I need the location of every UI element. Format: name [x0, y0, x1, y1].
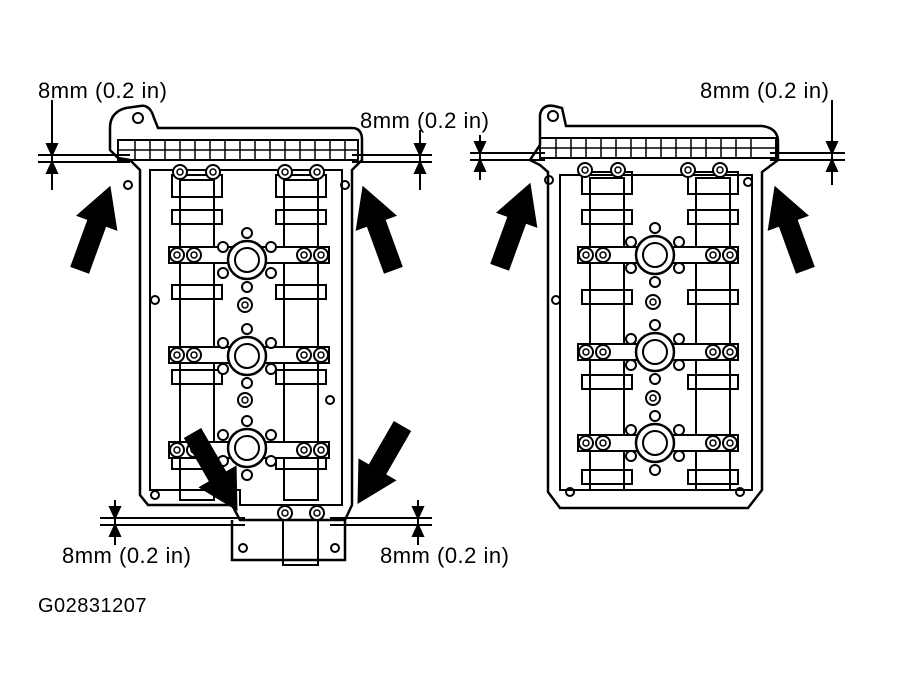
right-cylinder-head	[528, 104, 780, 510]
left-cylinder-head	[108, 104, 364, 566]
dimension-label-left-top-left: 8mm (0.2 in)	[38, 78, 168, 103]
dimension-label-left-bottom-left: 8mm (0.2 in)	[62, 543, 192, 568]
arrow-right-top-left	[478, 175, 552, 275]
dimension-lines	[38, 100, 845, 545]
arrow-left-top-left	[58, 178, 132, 278]
dimension-label-left-bottom-right: 8mm (0.2 in)	[380, 543, 510, 568]
left-head-bolts	[169, 164, 329, 521]
arrow-right-top-right	[753, 178, 827, 278]
figure-code: G02831207	[38, 595, 148, 617]
dimension-label-right-top-right: 8mm (0.2 in)	[700, 78, 830, 103]
dimension-label-left-top-right: 8mm (0.2 in)	[360, 108, 490, 133]
